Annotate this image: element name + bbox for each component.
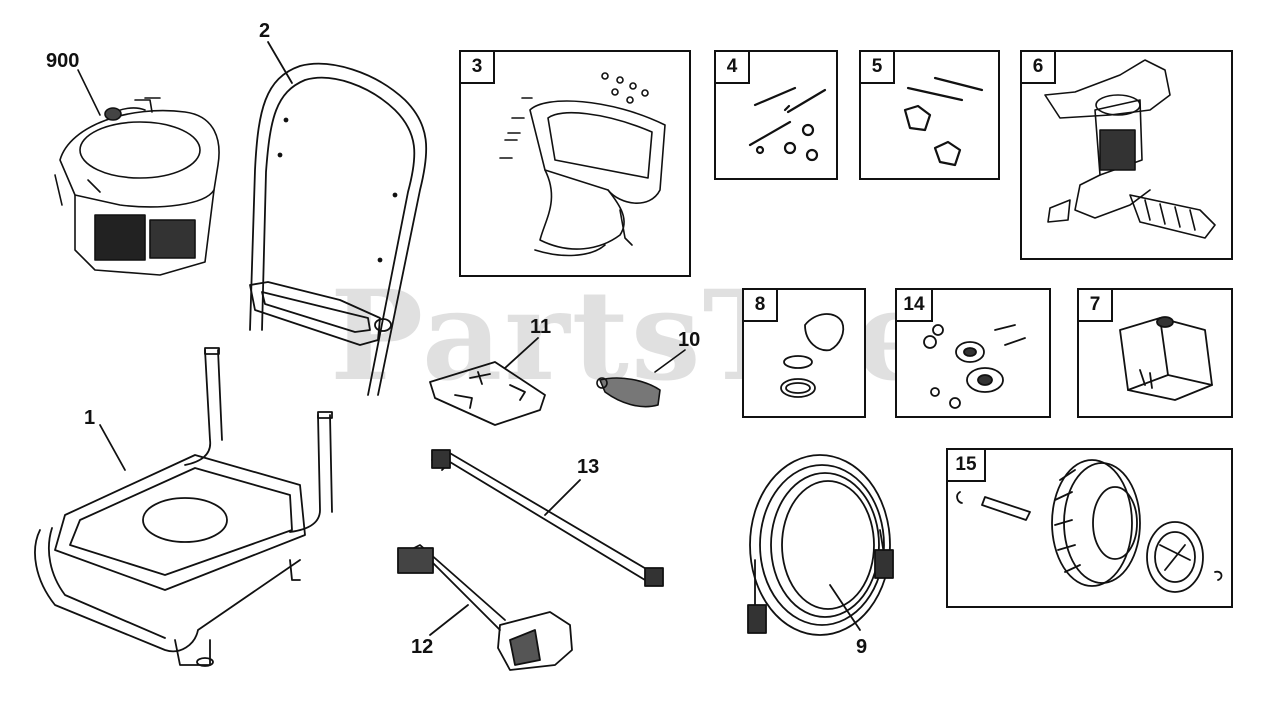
part-box-4[interactable]: 4: [714, 50, 838, 180]
fastener-bag-illustration: [430, 338, 545, 425]
part-box-15[interactable]: 15: [946, 448, 1233, 608]
part-tag-4: 4: [716, 52, 750, 84]
hardware-kit-illustration: [905, 78, 982, 165]
frame-illustration: [35, 348, 332, 666]
axle-kit-illustration: [924, 325, 1025, 408]
part-box-7[interactable]: 7: [1077, 288, 1233, 418]
spray-gun-illustration: [398, 545, 572, 670]
bolt-kit-illustration: [750, 88, 825, 160]
part-tag-3: 3: [461, 52, 495, 84]
callout-13: 13: [577, 456, 600, 478]
tank-illustration: [1120, 317, 1212, 400]
part-tag-15: 15: [948, 450, 986, 482]
part-tag-8: 8: [744, 290, 778, 322]
engine-illustration: [55, 70, 219, 275]
pump-illustration: [1045, 60, 1215, 238]
callout-900: 900: [46, 50, 80, 72]
hose-illustration: [748, 455, 893, 635]
wand-illustration: [432, 450, 663, 586]
part-tag-5: 5: [861, 52, 895, 84]
nozzle-tip-illustration: [597, 350, 685, 407]
part-tag-14: 14: [897, 290, 933, 322]
oring-kit-illustration: [781, 314, 843, 397]
part-tag-7: 7: [1079, 290, 1113, 322]
callout-2: 2: [259, 20, 271, 42]
callout-10: 10: [678, 329, 701, 351]
callout-9: 9: [856, 636, 868, 658]
part-tag-6: 6: [1022, 52, 1056, 84]
handle-illustration: [250, 42, 426, 395]
callout-11: 11: [530, 316, 552, 338]
wheel-kit-illustration: [957, 460, 1221, 592]
callout-12: 12: [411, 636, 434, 658]
callout-1: 1: [84, 407, 96, 429]
bracket-kit-illustration: [500, 73, 665, 255]
